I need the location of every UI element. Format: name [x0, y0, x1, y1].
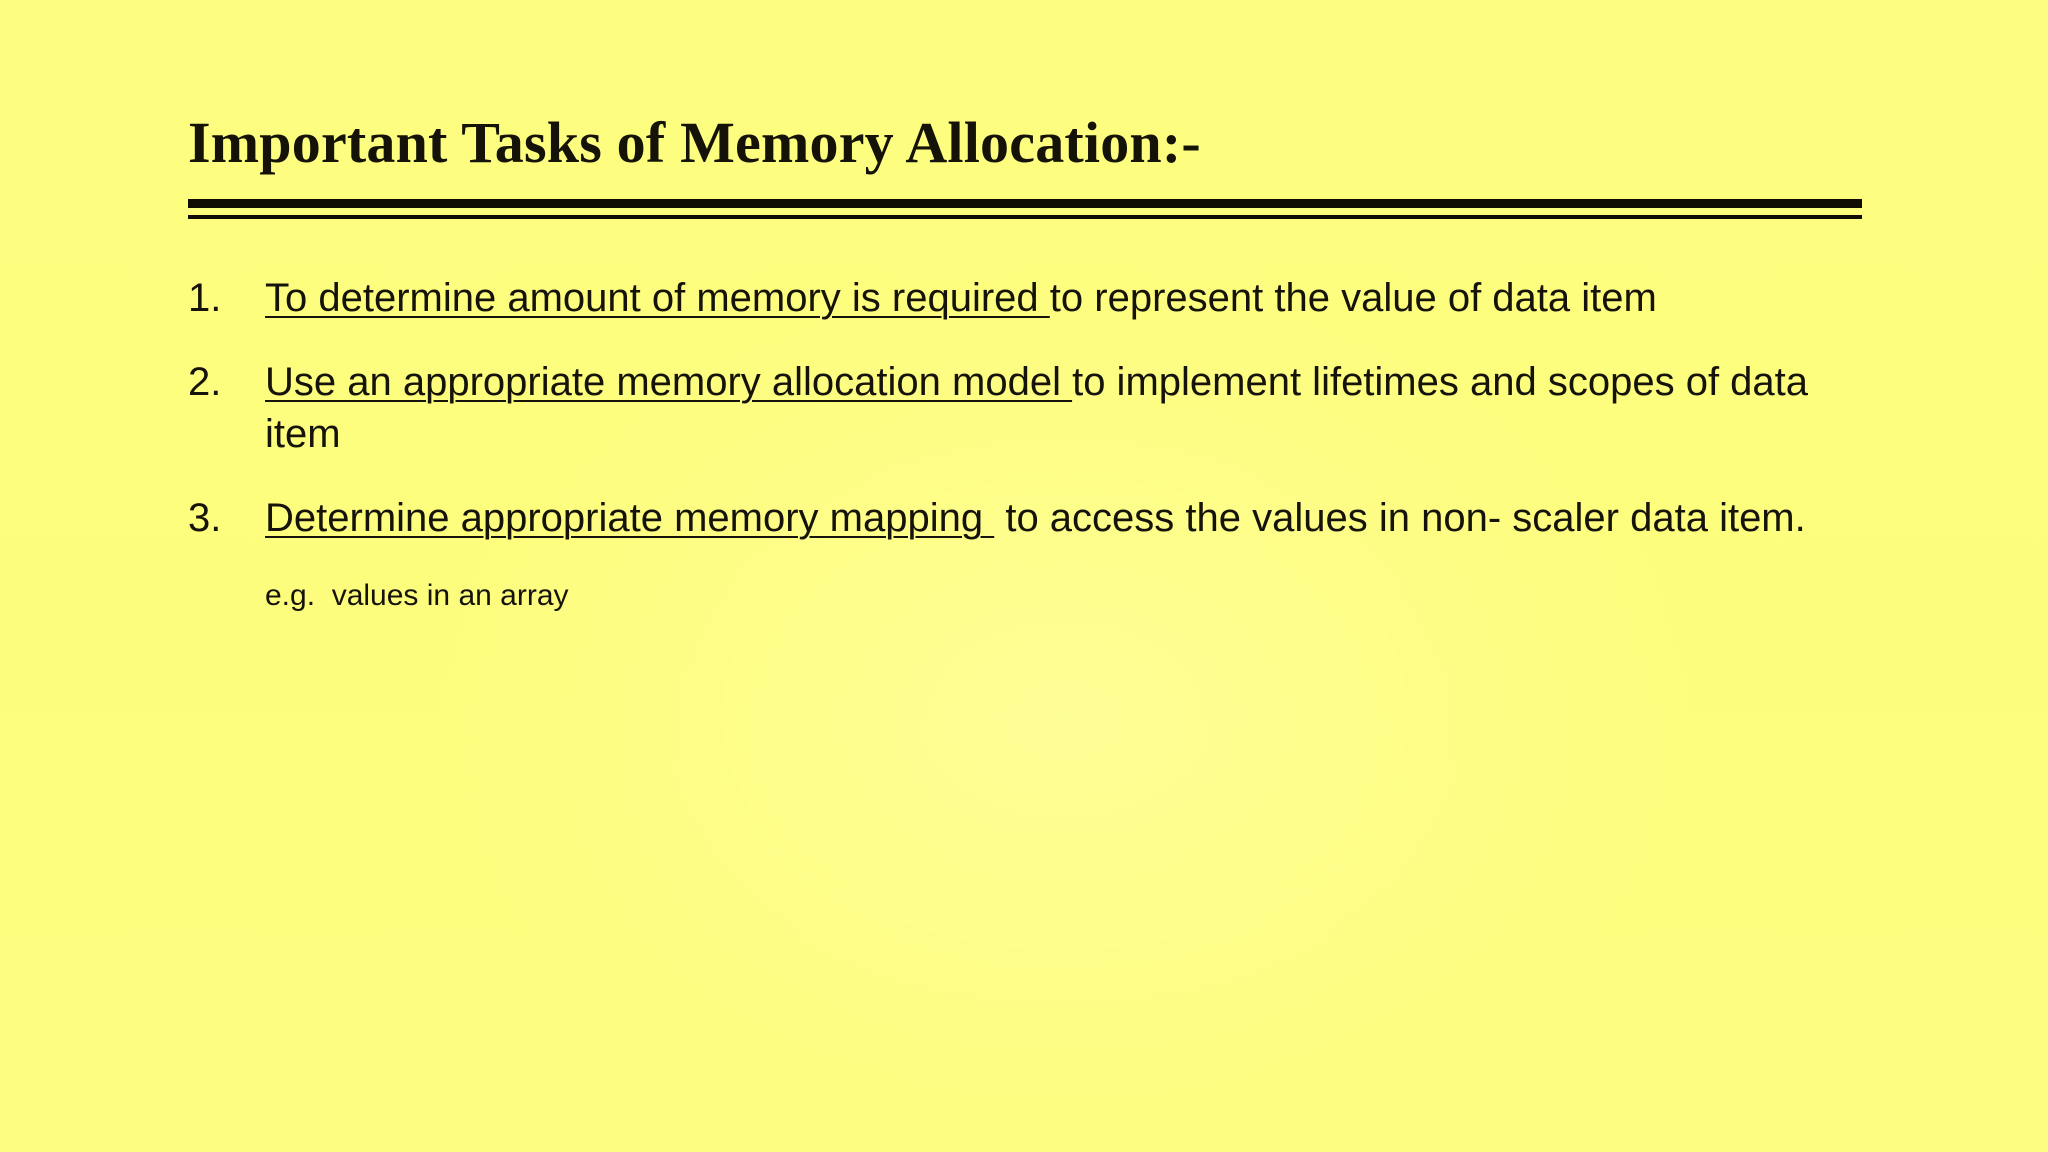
- task-list: 1. To determine amount of memory is requ…: [188, 272, 1888, 615]
- divider-line-thick: [188, 199, 1862, 208]
- divider-line-thin: [188, 215, 1862, 219]
- list-item-text: Determine appropriate memory mapping to …: [265, 492, 1888, 544]
- divider-gap: [188, 208, 1862, 215]
- list-item-text: Use an appropriate memory allocation mod…: [265, 356, 1888, 460]
- list-item-number: 3.: [188, 496, 222, 540]
- list-item-lead-underlined: Use an appropriate memory allocation mod…: [265, 360, 1073, 404]
- list-item: 2. Use an appropriate memory allocation …: [188, 356, 1888, 460]
- example-note: e.g. values in an array: [265, 579, 569, 612]
- list-item-number: 1.: [188, 276, 222, 320]
- list-item-rest: to represent the value of data item: [1049, 276, 1657, 320]
- list-item-lead-underlined: To determine amount of memory is require…: [265, 276, 1050, 320]
- list-item-number: 2.: [188, 360, 222, 404]
- list-item-lead-underlined: Determine appropriate memory mapping: [265, 496, 995, 540]
- list-item: 1. To determine amount of memory is requ…: [188, 272, 1888, 324]
- title-divider: [188, 199, 1862, 219]
- list-item-text: To determine amount of memory is require…: [265, 272, 1888, 324]
- title-block: Important Tasks of Memory Allocation:-: [188, 110, 1862, 175]
- list-item-rest: to implement lifetimes and scopes of dat…: [265, 360, 1820, 456]
- list-item: 3. Determine appropriate memory mapping …: [188, 492, 1888, 544]
- list-item-rest: to access the values in non- scaler data…: [994, 496, 1806, 540]
- page-title: Important Tasks of Memory Allocation:-: [188, 110, 1201, 175]
